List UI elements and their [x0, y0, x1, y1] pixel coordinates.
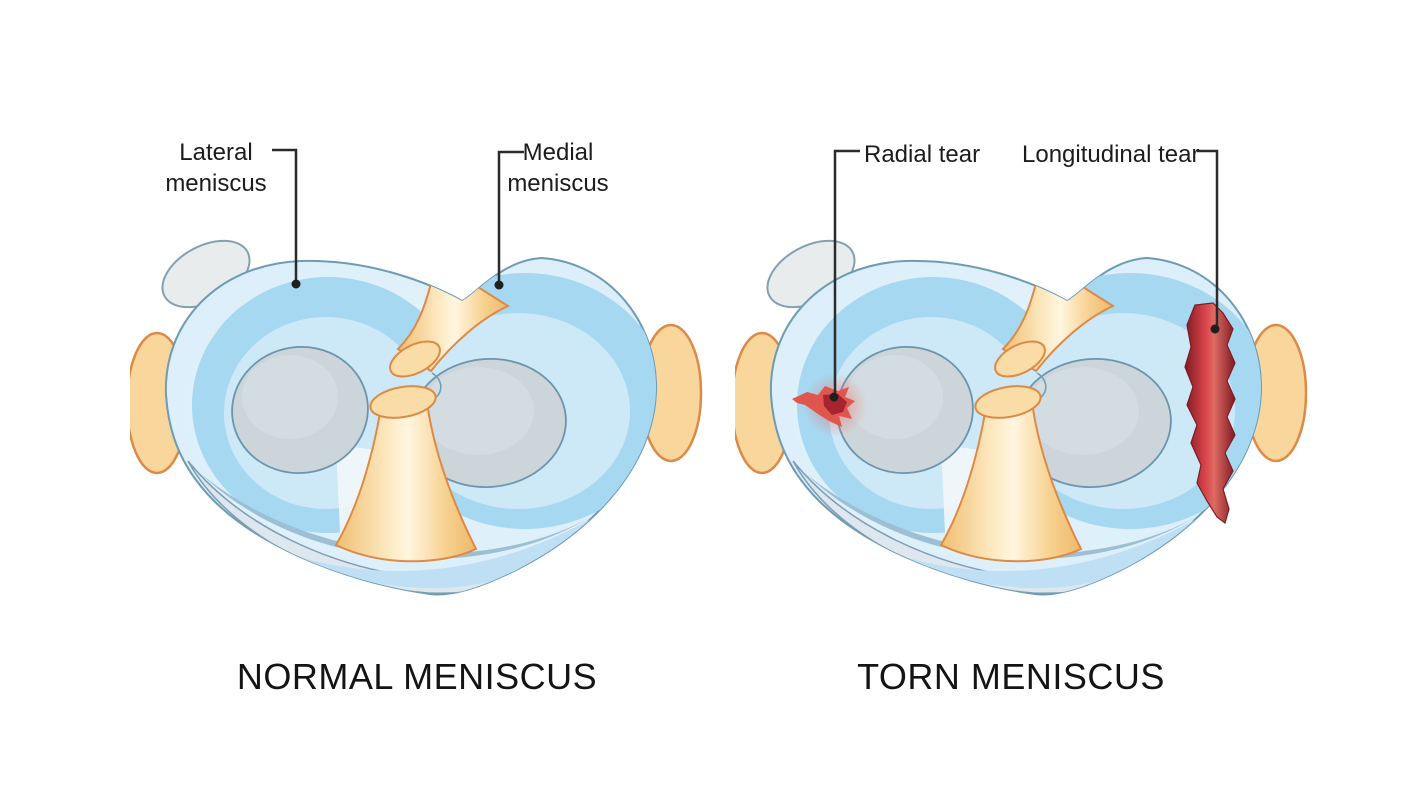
normal-knee-illustration	[130, 225, 710, 615]
lateral-meniscus-label: Lateral meniscus	[165, 139, 267, 197]
torn-knee-illustration	[735, 225, 1315, 615]
longitudinal-tear-label: Longitudinal tear	[1022, 141, 1200, 168]
normal-meniscus-caption: NORMAL MENISCUS	[236, 656, 598, 697]
torn-meniscus-caption: TORN MENISCUS	[857, 656, 1165, 697]
radial-tear-label: Radial tear	[864, 141, 981, 168]
medial-meniscus-label: Medial meniscus	[507, 139, 609, 197]
